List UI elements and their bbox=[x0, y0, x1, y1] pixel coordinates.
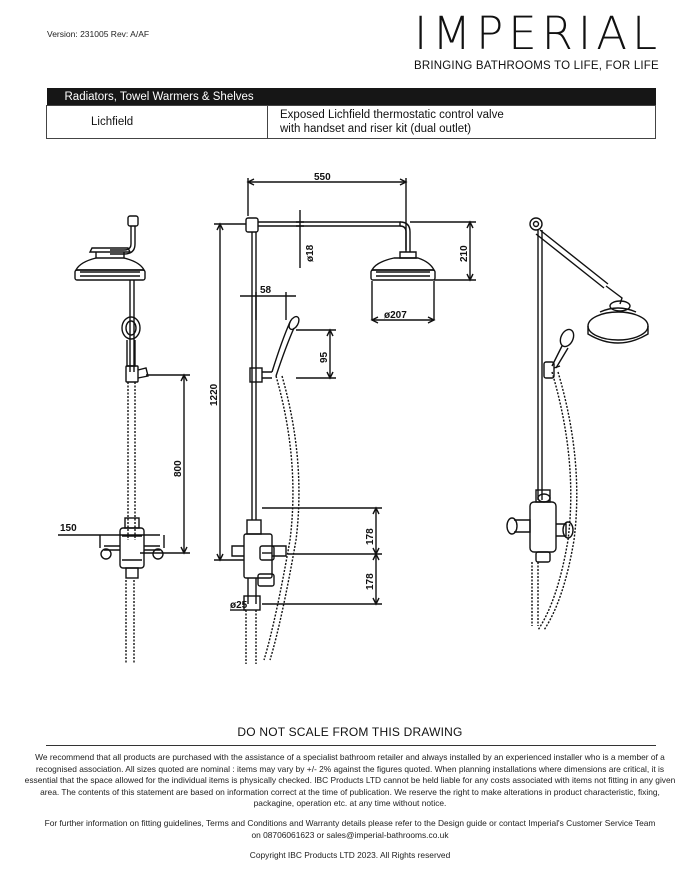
category-cell: Radiators, Towel Warmers & Shelves bbox=[46, 88, 656, 106]
dimension-labels: 550 ø18 210 ø207 58 95 1220 800 150 178 … bbox=[60, 172, 470, 611]
dim-head-diameter: ø207 bbox=[384, 310, 407, 321]
disclaimer-text: We recommend that all products are purch… bbox=[24, 752, 676, 808]
scale-notice: DO NOT SCALE FROM THIS DRAWING bbox=[237, 725, 463, 739]
dim-outlet-height: 800 bbox=[173, 460, 184, 477]
dim-bracket-offset: 58 bbox=[260, 285, 272, 296]
dim-handset-height: 95 bbox=[319, 351, 330, 363]
product-description: Exposed Lichfield thermostatic control v… bbox=[267, 105, 656, 139]
copyright-text: Copyright IBC Products LTD 2023. All Rig… bbox=[249, 850, 451, 860]
perspective-view-drawing bbox=[506, 217, 649, 631]
dim-inlet-diameter: ø25 bbox=[230, 600, 248, 611]
dim-valve-upper: 178 bbox=[365, 528, 376, 545]
divider bbox=[46, 745, 656, 746]
brand-logo: IMPERIAL BRINGING BATHROOMS TO LIFE, FOR… bbox=[414, 7, 663, 73]
dim-arm-tube: ø18 bbox=[305, 244, 316, 262]
brand-name: IMPERIAL bbox=[414, 7, 663, 60]
dim-riser-height: 1220 bbox=[209, 383, 220, 406]
product-name: Lichfield bbox=[46, 105, 268, 139]
dim-valve-width: 150 bbox=[60, 523, 77, 534]
version-label: Version: 231005 Rev: A/AF bbox=[47, 29, 150, 39]
description-line-2: with handset and riser kit (dual outlet) bbox=[280, 123, 472, 135]
dim-arm-length: 550 bbox=[314, 172, 331, 183]
front-view-drawing bbox=[214, 178, 476, 664]
further-info-text: For further information on fitting guide… bbox=[44, 818, 656, 840]
description-line-1: Exposed Lichfield thermostatic control v… bbox=[280, 109, 504, 121]
dim-valve-lower: 178 bbox=[365, 573, 376, 590]
product-row: Lichfield Exposed Lichfield thermostatic… bbox=[46, 105, 656, 139]
category-row: Radiators, Towel Warmers & Shelves bbox=[46, 88, 656, 106]
brand-tagline: BRINGING BATHROOMS TO LIFE, FOR LIFE bbox=[414, 60, 659, 72]
product-table: Radiators, Towel Warmers & Shelves Lichf… bbox=[46, 88, 656, 139]
side-view-drawing bbox=[58, 215, 190, 664]
dim-arm-height: 210 bbox=[459, 245, 470, 262]
